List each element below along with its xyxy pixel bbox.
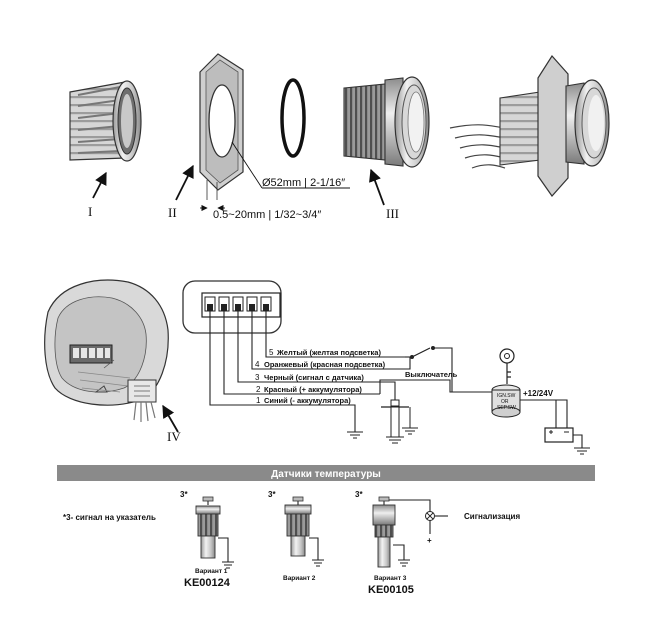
ignition-switch (491, 348, 521, 418)
diameter-label: Ø52mm | 2-1/16″ (262, 177, 345, 189)
ign-line-1: IGN.SW (497, 393, 516, 399)
wire-3-num: 3 (255, 373, 260, 382)
alarm-lamp-icon (425, 511, 435, 521)
wire-4-orange (251, 311, 397, 370)
wire-1-num: 1 (256, 396, 261, 405)
wire-2-label: Красный (+ аккумулятора) (264, 385, 362, 394)
ign-line-3: SEP.SW (497, 405, 516, 411)
wire-1-blue (209, 311, 356, 432)
wire-lines (209, 311, 493, 432)
variant-1-code: KE00124 (184, 577, 231, 589)
connector-pins (204, 296, 272, 312)
sensors-band-title: Датчики температуры (271, 469, 381, 480)
thickness-label: 0.5~20mm | 1/32~3/4″ (213, 209, 321, 221)
sensor-note: *3- сигнал на указатель (63, 513, 156, 522)
variant-1-pin: 3* (180, 490, 188, 499)
part-ii-bracket (199, 53, 244, 200)
part-iii-gauge-body (343, 76, 430, 168)
wiring-sensor (381, 399, 411, 438)
sensor-variant-1 (195, 496, 234, 569)
plug-housing (127, 379, 157, 422)
ground-symbols (347, 427, 590, 455)
o-ring (280, 78, 306, 158)
power-label: +12/24V (523, 389, 554, 398)
variant-3-pin: 3* (355, 490, 363, 499)
light-switch (410, 346, 435, 359)
label-part-ii: II (168, 205, 177, 220)
wire-3-black (237, 311, 396, 402)
variant-3-label: Вариант 3 (374, 575, 407, 582)
wire-3-label: Черный (сигнал с датчика) (264, 373, 364, 382)
part-i-knurled-nut (69, 80, 142, 162)
label-part-iii: III (386, 206, 399, 221)
sensor-variant-2 (284, 496, 324, 567)
wire-2-red (223, 311, 380, 395)
variant-3-plus: + (427, 536, 432, 545)
wire-5-yellow (265, 311, 405, 358)
label-part-iv: IV (167, 429, 181, 444)
assembled-gauge (449, 55, 610, 197)
switch-label: Выключатель (405, 370, 458, 379)
wire-4-label: Оранжевый (красная подсветка) (264, 360, 386, 369)
sensors-band (57, 465, 595, 481)
variant-2-label: Вариант 2 (283, 575, 316, 582)
wire-labels: 5 Желтый (желтая подсветка) 4 Оранжевый … (255, 348, 386, 405)
variant-3-code: KE00105 (368, 584, 414, 596)
battery (520, 399, 583, 448)
wire-2-num: 2 (256, 385, 261, 394)
gauge-connector (182, 280, 282, 334)
variant-2-pin: 3* (268, 490, 276, 499)
sensor-variant-3 (372, 496, 448, 568)
rear-connector-detail (44, 279, 169, 422)
alarm-label: Сигнализация (464, 512, 520, 521)
label-part-i: I (88, 204, 92, 219)
wire-5-label: Желтый (желтая подсветка) (276, 348, 381, 357)
wire-4-num: 4 (255, 360, 260, 369)
ign-line-2: OR (501, 399, 509, 405)
wire-5-num: 5 (269, 348, 274, 357)
part-label-arrows (92, 141, 385, 212)
variant-1-label: Вариант 1 (195, 568, 228, 575)
wire-1-label: Синий (- аккумулятора) (264, 396, 351, 405)
